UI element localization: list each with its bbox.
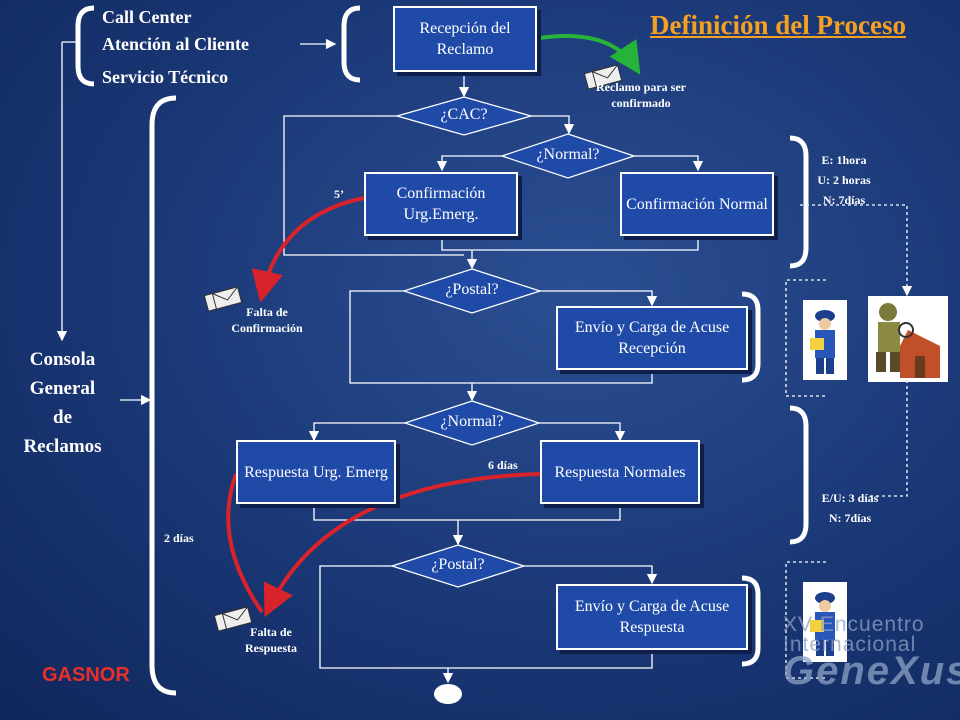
postal-bracket-2 (741, 575, 761, 667)
slo-bracket-2 (789, 405, 809, 545)
slo-bracket-1 (789, 135, 809, 269)
mail-label-falta-conf: Falta de Confirmación (231, 305, 303, 335)
consola-general-label: Consola General de Reclamos (23, 349, 102, 457)
decision-normal1-label: ¿Normal? (536, 146, 600, 163)
slo-respuesta: E/U: 3 días N: 7días (821, 491, 879, 525)
red-arrow-resp-normal (263, 472, 541, 618)
gasnor-logo: GASNOR (42, 664, 130, 686)
source-call-center: Call Center (102, 7, 192, 27)
box-respuesta-urg: Respuesta Urg. Emerg (236, 440, 396, 504)
consola-bracket (149, 95, 177, 696)
genexus-logo: XV Encuentro Internacional GeneXus (783, 613, 960, 693)
box-envio-acuse-respuesta: Envío y Carga de Acuse Respuesta (556, 584, 748, 650)
time-two-dias: 2 días (164, 531, 194, 545)
decision-cac-label: ¿CAC? (440, 106, 488, 123)
sources-bracket (75, 5, 95, 87)
source-servicio-tecnico: Servicio Técnico (102, 67, 229, 87)
box-respuesta-normales: Respuesta Normales (540, 440, 700, 504)
mail-icon (203, 64, 623, 632)
time-five-min: 5’ (334, 187, 344, 201)
decision-postal1 (401, 268, 543, 314)
time-six-dias: 6 días (488, 458, 518, 472)
postman-icon (803, 582, 847, 662)
decision-postal2-label: ¿Postal? (431, 556, 485, 573)
page-title: Definición del Proceso (650, 10, 906, 40)
slo-confirmacion: E: 1hora U: 2 horas N: 7días (817, 153, 871, 207)
postal-bracket-1 (741, 291, 761, 383)
decision-cac (394, 96, 534, 136)
decision-normal2 (402, 400, 542, 446)
decision-normal1 (499, 133, 637, 179)
red-arrow-conf (251, 196, 365, 303)
box-envio-acuse-recepcion: Envío y Carga de Acuse Recepción (556, 306, 748, 370)
end-terminal (434, 684, 462, 704)
postman-icon (803, 300, 847, 380)
box-confirmacion-urg: Confirmación Urg.Emerg. (364, 172, 518, 236)
decision-normal2-label: ¿Normal? (440, 413, 504, 430)
box-recepcion: Recepción del Reclamo (393, 6, 537, 72)
decision-postal2 (389, 544, 527, 588)
decision-postal1-label: ¿Postal? (445, 281, 499, 298)
inspector-icon (868, 296, 948, 382)
box-confirmacion-normal: Confirmación Normal (620, 172, 774, 236)
mail-label-falta-resp: Falta de Respuesta (244, 625, 297, 655)
mail-label-reclamo: Reclamo para ser confirmado (596, 80, 686, 110)
green-arrow (539, 34, 641, 75)
source-atencion-cliente: Atención al Cliente (102, 34, 249, 54)
process-bracket (341, 5, 361, 83)
red-arrow-resp-urg (226, 473, 264, 614)
